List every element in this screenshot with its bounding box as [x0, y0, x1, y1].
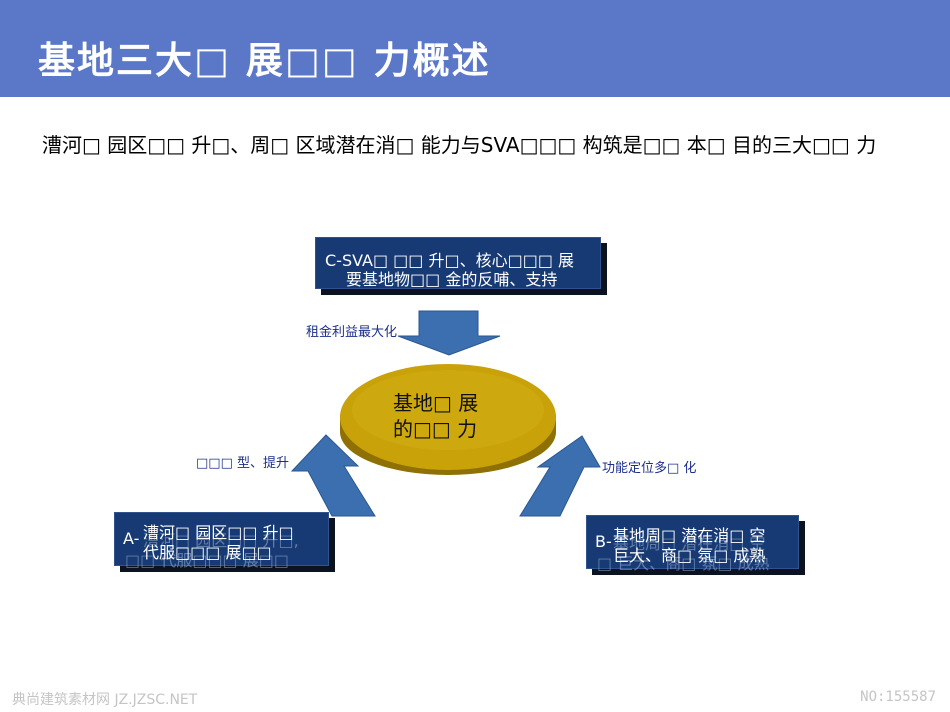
- center-label-line1: 基地□ 展: [393, 391, 479, 415]
- left-box: 漕河□ 园区□□ 升□, □□ 代服□□□ 展□□ A- 漕河□ 园区□□ 升□…: [114, 512, 329, 570]
- top-box-line1: C-SVA□ □□ 升□、核心□□□ 展: [325, 251, 575, 270]
- slide-header: 基地三大□ 展□□ 力概述: [0, 0, 950, 97]
- footer-watermark: 典尚建筑素材网 JZ.JZSC.NET: [12, 692, 198, 708]
- arrow-label-right: 功能定位多□ 化: [602, 461, 697, 476]
- left-box-line1: 漕河□ 园区□□ 升□: [143, 523, 294, 542]
- footer-number: NO:155587: [860, 689, 936, 705]
- center-label-line2: 的□□ 力: [393, 417, 478, 441]
- top-box-line2: 要基地物□□ 金的反哺、支持: [346, 270, 558, 289]
- center-label: 基地□ 展 的□□ 力: [393, 390, 513, 442]
- left-box-ghost1: 漕河□ 园区□□ 升□,: [143, 531, 299, 550]
- right-box: 基地周□ 潜在消□ 空 □ 巨大、商□ 氛□ 成熟 B- 基地周□ 潜在消□ 空…: [586, 515, 799, 573]
- slide-title: 基地三大□ 展□□ 力概述: [38, 39, 491, 82]
- right-box-prefix: B-: [595, 532, 612, 551]
- left-box-ghost2: □□ 代服□□□ 展□□: [125, 551, 289, 570]
- intro-text: 漕河□ 园区□□ 升□、周□ 区域潜在消□ 能力与SVA□□□ 构筑是□□ 本□…: [42, 133, 877, 157]
- arrow-top: [397, 310, 501, 356]
- arrow-right: [519, 435, 601, 517]
- left-box-line2: 代服□□□ 展□□: [143, 543, 272, 562]
- right-box-ghost2: □ 巨大、商□ 氛□ 成熟: [597, 554, 770, 573]
- arrow-left: [290, 434, 376, 517]
- center-disk-highlight: [352, 370, 544, 450]
- right-box-line1: 基地周□ 潜在消□ 空: [613, 526, 766, 545]
- right-box-ghost1: 基地周□ 潜在消□ 空: [613, 534, 766, 553]
- arrow-label-left: □□□ 型、提升: [196, 456, 289, 471]
- top-box: C-SVA□ □□ 升□、核心□□□ 展 要基地物□□ 金的反哺、支持: [315, 237, 601, 289]
- right-box-line2: 巨大、商□ 氛□ 成熟: [613, 546, 766, 565]
- left-box-prefix: A-: [123, 529, 140, 548]
- arrow-label-top: 租金利益最大化: [306, 325, 398, 340]
